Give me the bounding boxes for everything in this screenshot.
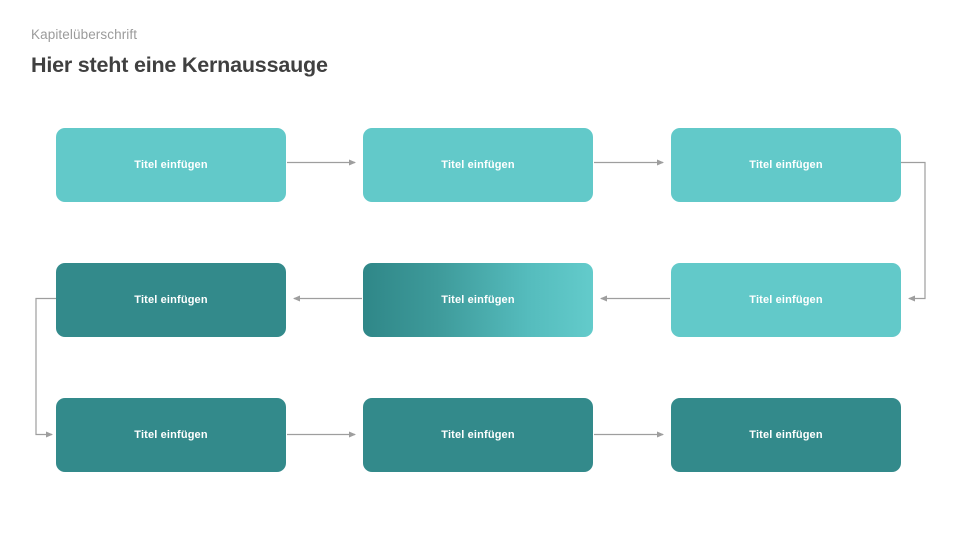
process-node-6[interactable]: Titel einfügen	[56, 263, 286, 337]
connector-wrap-left	[35, 297, 56, 438]
process-node-label: Titel einfügen	[441, 158, 515, 171]
process-node-label: Titel einfügen	[134, 158, 208, 171]
process-node-4[interactable]: Titel einfügen	[671, 263, 901, 337]
process-node-label: Titel einfügen	[441, 428, 515, 441]
process-node-9[interactable]: Titel einfügen	[671, 398, 901, 472]
chapter-label: Kapitelüberschrift	[31, 27, 138, 42]
process-node-label: Titel einfügen	[749, 158, 823, 171]
process-node-8[interactable]: Titel einfügen	[363, 398, 593, 472]
process-node-label: Titel einfügen	[441, 293, 515, 306]
process-node-1[interactable]: Titel einfügen	[56, 128, 286, 202]
process-node-7[interactable]: Titel einfügen	[56, 398, 286, 472]
process-node-label: Titel einfügen	[134, 293, 208, 306]
connector-wrap-right	[901, 161, 926, 302]
page-title: Hier steht eine Kernaussauge	[31, 53, 328, 77]
process-node-label: Titel einfügen	[749, 428, 823, 441]
process-node-label: Titel einfügen	[134, 428, 208, 441]
process-node-5[interactable]: Titel einfügen	[363, 263, 593, 337]
process-node-label: Titel einfügen	[749, 293, 823, 306]
process-node-2[interactable]: Titel einfügen	[363, 128, 593, 202]
process-node-3[interactable]: Titel einfügen	[671, 128, 901, 202]
